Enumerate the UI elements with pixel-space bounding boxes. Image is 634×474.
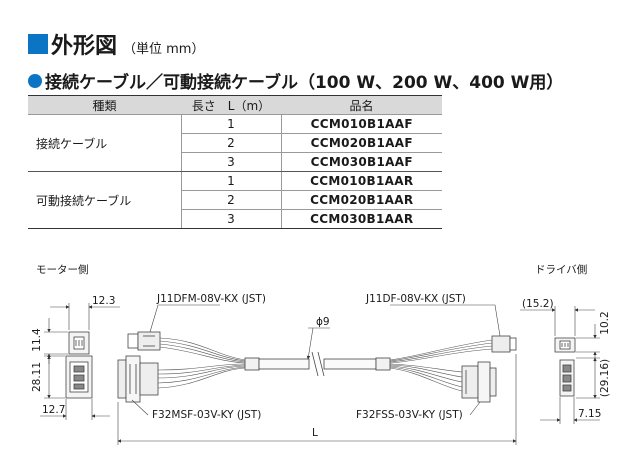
model-cell: CCM020B1AAF xyxy=(281,133,442,153)
dim-12-7: 12.7 xyxy=(42,404,65,416)
diameter-label: ϕ9 xyxy=(316,316,330,328)
dim-7-15: 7.15 xyxy=(578,408,601,420)
table-header-row: 種類 長さ L（m） 品名 xyxy=(28,95,442,115)
model-cell: CCM010B1AAF xyxy=(281,114,442,134)
table-row: 接続ケーブル 1 CCM010B1AAF xyxy=(28,114,442,172)
dim-29-16-lines xyxy=(576,357,600,399)
table-row: 3 CCM030B1AAF xyxy=(28,152,442,172)
dim-12-7-lines xyxy=(40,399,110,420)
type-cell: 可動接続ケーブル xyxy=(28,171,182,229)
section-title: 外形図 （単位 mm） xyxy=(28,28,204,60)
model-cell: CCM030B1AAR xyxy=(281,209,442,229)
dim-28-11-lines xyxy=(44,355,65,399)
title-unit: （単位 mm） xyxy=(123,42,205,57)
cable-side-view xyxy=(117,331,517,403)
cable-spec-table: 種類 長さ L（m） 品名 接続ケーブル 1 CCM010B1AAF 2 CCM… xyxy=(28,95,442,229)
dim-11-4-lines xyxy=(44,318,68,364)
table-row: 3 CCM030B1AAR xyxy=(28,209,442,229)
length-cell: 3 xyxy=(181,152,282,172)
length-cell: 2 xyxy=(181,190,282,210)
subtitle-text: 接続ケーブル／可動接続ケーブル（100 W、200 W、400 W用） xyxy=(45,73,564,93)
header-type: 種類 xyxy=(28,95,181,115)
dim-15-2-lines xyxy=(520,306,595,336)
table-row: 2 CCM020B1AAF xyxy=(28,133,442,153)
table-row: 2 CCM020B1AAR xyxy=(28,190,442,210)
driver-side-label: ドライバ側 xyxy=(535,263,587,276)
dim-12-3-lines xyxy=(50,303,120,330)
title-square-icon xyxy=(28,34,48,54)
model-cell: CCM020B1AAR xyxy=(281,190,442,210)
length-cell: 1 xyxy=(181,114,282,134)
overall-length-label: L xyxy=(312,427,318,439)
subtitle: 接続ケーブル／可動接続ケーブル（100 W、200 W、400 W用） xyxy=(28,68,563,93)
label-f32msf: F32MSF-03V-KY (JST) xyxy=(152,409,261,421)
motor-side-end-view xyxy=(65,331,93,399)
driver-side-end-view xyxy=(554,337,576,397)
length-cell: 2 xyxy=(181,133,282,153)
bullet-dot-icon xyxy=(28,73,42,88)
dim-28-11: 28.11 xyxy=(31,362,43,392)
dim-10-2-lines xyxy=(576,324,600,362)
label-j11dfm: J11DFM-08V-KX (JST) xyxy=(156,293,266,305)
overall-length-lines xyxy=(117,354,517,445)
motor-side-label: モーター側 xyxy=(36,263,89,276)
model-cell: CCM010B1AAR xyxy=(281,171,442,191)
header-model: 品名 xyxy=(281,95,442,115)
dim-12-3: 12.3 xyxy=(92,295,115,307)
dim-15-2: (15.2) xyxy=(522,298,554,310)
dim-7-15-lines xyxy=(540,397,600,424)
dim-11-4: 11.4 xyxy=(31,328,43,352)
dim-10-2: 10.2 xyxy=(599,311,611,334)
type-cell: 接続ケーブル xyxy=(28,114,182,172)
diameter-callout xyxy=(306,327,330,360)
callout-lines xyxy=(131,304,501,416)
model-cell: CCM030B1AAF xyxy=(281,152,442,172)
length-cell: 3 xyxy=(181,209,282,229)
title-text: 外形図 xyxy=(51,34,118,59)
dim-29-16: (29.16) xyxy=(599,359,611,397)
header-length: 長さ L（m） xyxy=(181,95,281,115)
label-j11df: J11DF-08V-KX (JST) xyxy=(365,293,466,305)
label-f32fss: F32FSS-03V-KY (JST) xyxy=(356,409,463,421)
table-row: 可動接続ケーブル 1 CCM010B1AAR xyxy=(28,171,442,229)
length-cell: 1 xyxy=(181,171,282,191)
